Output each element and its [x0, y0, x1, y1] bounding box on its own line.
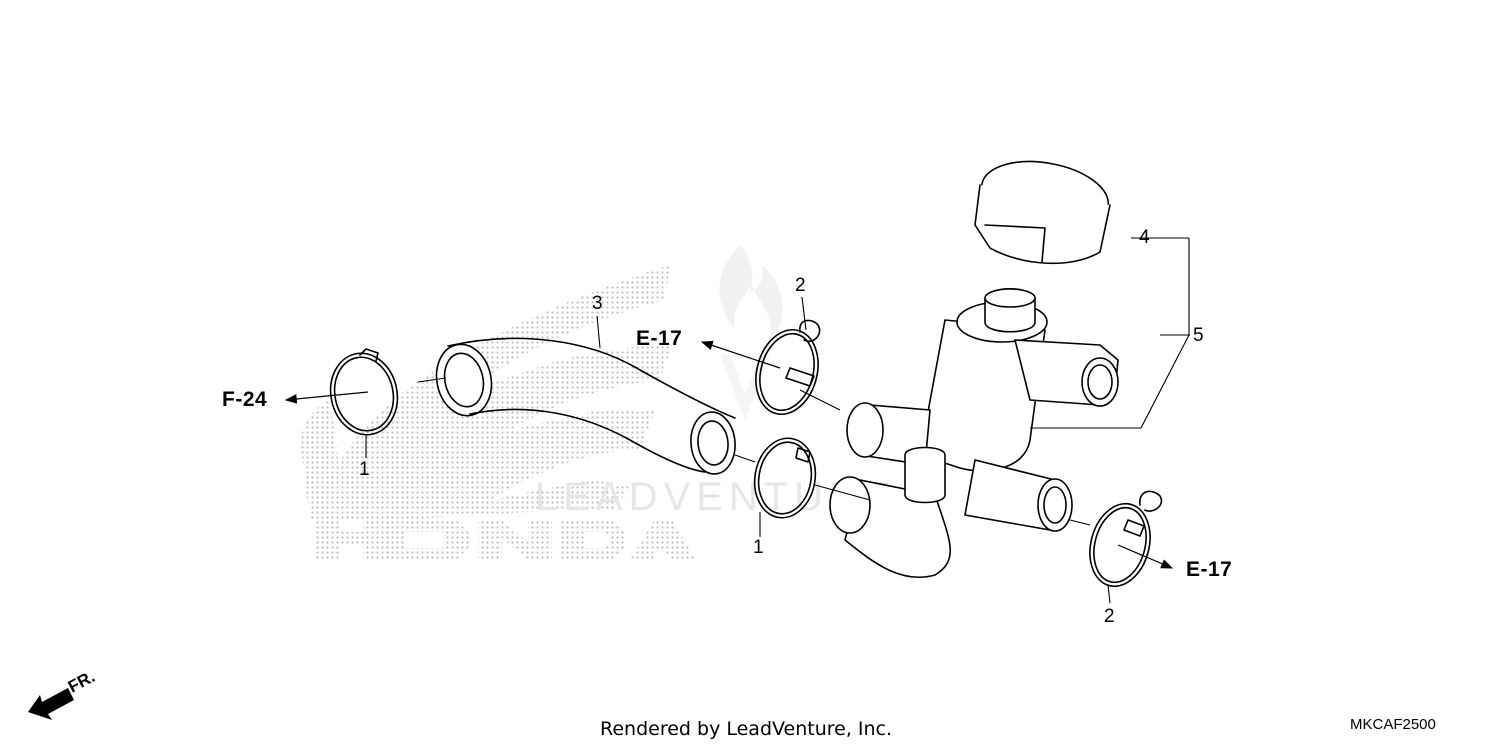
arrow-to-e17-bottom — [1117, 544, 1174, 569]
callout-2-top: 2 — [795, 275, 806, 296]
callout-3: 3 — [592, 293, 603, 314]
ref-e17-top[interactable]: E-17 — [636, 327, 683, 350]
hose-clamp-1-middle — [753, 437, 817, 519]
diagram-code: MKCAF2500 — [1350, 716, 1436, 733]
honda-text-watermark — [315, 520, 696, 560]
ref-e17-bottom[interactable]: E-17 — [1186, 558, 1233, 581]
hose-clamp-2-upper — [755, 319, 821, 416]
valve-cap-4 — [974, 160, 1111, 265]
ref-f24[interactable]: F-24 — [222, 388, 268, 411]
callout-4: 4 — [1139, 227, 1150, 248]
callout-1-left: 1 — [359, 459, 370, 480]
thermo-valve-assembly-5 — [829, 288, 1119, 579]
callout-2-bottom: 2 — [1104, 606, 1115, 627]
arrow-to-e17-top — [700, 340, 781, 369]
hose-clamp-2-lower — [1089, 490, 1163, 588]
callout-1-middle: 1 — [753, 537, 764, 558]
arrow-to-f24 — [284, 391, 369, 404]
hose-clamp-1-left — [329, 348, 399, 436]
reference-arrows — [284, 340, 1174, 569]
front-direction-arrow-icon: FR. — [28, 667, 98, 720]
leadventure-flame-watermark — [719, 245, 783, 420]
leader-lines — [365, 237, 1190, 604]
water-hose-3 — [435, 337, 736, 475]
rendered-by-credit: Rendered by LeadVenture, Inc. — [600, 718, 893, 740]
callout-5: 5 — [1193, 325, 1204, 346]
